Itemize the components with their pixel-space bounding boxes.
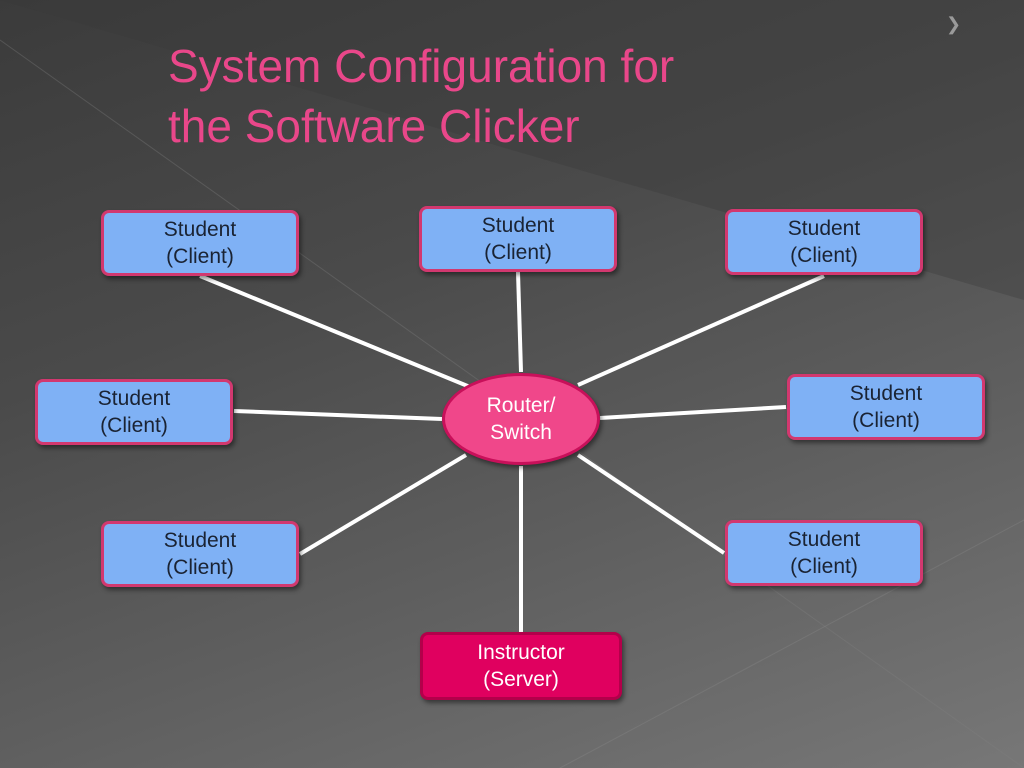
node-label-line-1: Student: [97, 387, 171, 410]
connector-client-2: [516, 271, 523, 373]
router-switch-node: Router/ Switch: [442, 373, 600, 465]
node-label-line-1: Student: [787, 528, 861, 551]
server-label-line-1: Instructor: [477, 641, 565, 664]
node-label-line-2: (Client): [100, 414, 168, 437]
node-label-line-2: (Client): [166, 245, 234, 268]
student-client-node-6: Student (Client): [101, 521, 299, 587]
node-label-line-2: (Client): [484, 241, 552, 264]
node-label-line-1: Student: [849, 382, 923, 405]
slide-title: System Configuration for the Software Cl…: [168, 36, 888, 156]
node-label-line-2: (Client): [852, 409, 920, 432]
node-label-line-2: (Client): [166, 556, 234, 579]
node-label-line-1: Student: [163, 529, 237, 552]
slide-title-line-1: System Configuration for: [168, 40, 675, 92]
student-client-node-7: Student (Client): [725, 520, 923, 586]
router-label-line-2: Switch: [490, 421, 552, 444]
connector-client-1: [199, 274, 471, 389]
connector-client-4: [233, 409, 443, 421]
instructor-server-node: Instructor (Server): [420, 632, 622, 700]
node-label-line-1: Student: [163, 218, 237, 241]
connector-client-3: [577, 274, 825, 387]
slide-bullet-icon: ❯: [946, 14, 962, 34]
node-label-line-2: (Client): [790, 244, 858, 267]
node-label-line-1: Student: [787, 217, 861, 240]
slide-title-line-2: the Software Clicker: [168, 100, 580, 152]
student-client-node-1: Student (Client): [101, 210, 299, 276]
connector-client-5: [599, 405, 787, 420]
student-client-node-4: Student (Client): [35, 379, 233, 445]
connector-client-6: [298, 453, 468, 556]
server-label-line-2: (Server): [483, 668, 559, 691]
student-client-node-3: Student (Client): [725, 209, 923, 275]
connector-client-7: [576, 453, 726, 555]
student-client-node-2: Student (Client): [419, 206, 617, 272]
router-label-line-1: Router/: [486, 394, 556, 417]
node-label-line-2: (Client): [790, 555, 858, 578]
student-client-node-5: Student (Client): [787, 374, 985, 440]
node-label-line-1: Student: [481, 214, 555, 237]
